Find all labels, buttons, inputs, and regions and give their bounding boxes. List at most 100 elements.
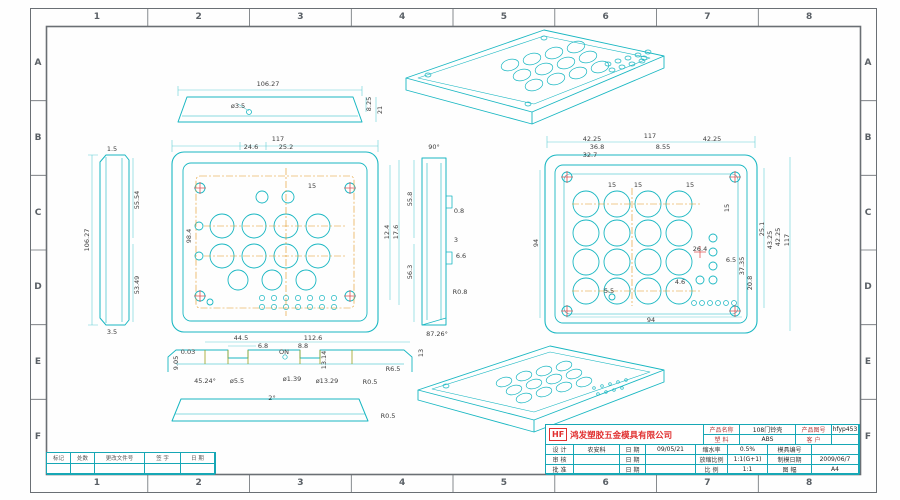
- scale-note-value: 1:1(G+1): [728, 455, 768, 465]
- scale-value: 1:1: [728, 465, 768, 475]
- grid-reference-label: B: [864, 133, 872, 143]
- dimension-label: 117: [782, 233, 791, 247]
- dimension-label: 87.26°: [426, 329, 448, 338]
- dimension-label: R0.5: [380, 411, 396, 420]
- dimension-label: 112.6: [303, 333, 323, 342]
- check-date-label: 日 期: [620, 455, 646, 465]
- sheet-frame: [30, 8, 877, 493]
- grid-reference-label: 5: [500, 478, 508, 488]
- scale-note-label: 放缩比例: [696, 455, 728, 465]
- dimension-label: ø5.5: [229, 376, 245, 385]
- dimension-label: 6.8: [257, 341, 269, 350]
- dimension-label: 55.54: [132, 190, 141, 210]
- rev-empty-cell: [181, 464, 215, 475]
- rev-empty-cell: [95, 464, 145, 475]
- scale-label: 比 例: [696, 465, 728, 475]
- dimension-label: 94: [531, 238, 540, 248]
- view-cross-section: [167, 349, 413, 372]
- mold-date-label: 制模日期: [768, 455, 812, 465]
- grid-reference-label: E: [34, 357, 42, 367]
- approve-name-value: [574, 465, 620, 475]
- dimension-label: 36.8: [589, 142, 605, 151]
- dimension-label: 42.25: [702, 134, 722, 143]
- design-date-label: 日 期: [620, 445, 646, 455]
- sheet-size-value: A4: [812, 465, 859, 475]
- view-top-side: [177, 96, 363, 123]
- product-name-label: 产品名称: [704, 425, 740, 435]
- dimension-lines: [88, 86, 791, 347]
- design-date-value: 09/05/21: [646, 445, 696, 455]
- grid-reference-label: 8: [805, 478, 813, 488]
- grid-reference-label: C: [864, 207, 872, 218]
- view-section-side: [421, 157, 453, 326]
- dimension-label: 6.5: [725, 255, 737, 264]
- grid-reference-label: 7: [704, 478, 711, 488]
- material-label: 塑 料: [704, 435, 740, 445]
- title-block: HF 鸿发塑胶五金模具有限公司 产品名称 108门铃壳 产品图号 hfyp453…: [545, 424, 860, 475]
- grid-reference-label: 8: [805, 12, 813, 22]
- grid-reference-label: 5: [500, 12, 508, 22]
- dimension-label: 0.03: [180, 347, 196, 356]
- dimension-label: 24.6: [243, 142, 259, 151]
- section-ribs: [204, 350, 353, 364]
- dimension-label: 106.27: [256, 79, 280, 88]
- dimension-label: ø3.5: [230, 101, 246, 110]
- grid-reference-label: F: [34, 431, 42, 442]
- grid-reference-label: A: [864, 58, 872, 69]
- dimension-label: 20.8: [745, 275, 754, 291]
- dimension-label: 44.5: [233, 333, 249, 342]
- grid-reference-label: D: [34, 282, 42, 293]
- dimension-label: 26.4: [692, 244, 708, 253]
- dimension-label: ON: [279, 347, 289, 356]
- dimension-label: 21: [375, 105, 384, 115]
- product-name-value: 108门铃壳: [740, 425, 796, 435]
- approve-date-label: 日 期: [620, 465, 646, 475]
- dimension-label: 8.8: [297, 341, 309, 350]
- design-label: 设 计: [546, 445, 574, 455]
- designer-value: 农安科: [574, 445, 620, 455]
- dimension-label: 42.25: [773, 227, 782, 247]
- dimension-label: 45.24°: [194, 376, 216, 385]
- dimension-label: 98.4: [184, 228, 193, 244]
- material-value: ABS: [740, 435, 796, 445]
- customer-value: [832, 435, 859, 445]
- dimension-label: ø1.39: [282, 374, 302, 383]
- grid-reference-label: 2: [195, 12, 202, 22]
- approve-label: 批 准: [546, 465, 574, 475]
- dimension-label: ø13.29: [315, 376, 339, 385]
- shrink-value: 0.5%: [728, 445, 768, 455]
- dimension-label: 55.8: [405, 191, 414, 207]
- dimension-label: 15: [633, 180, 643, 189]
- dimension-label: R0.5: [362, 377, 378, 386]
- view-iso-top: [405, 29, 665, 125]
- company-logo: HF: [549, 428, 568, 441]
- grid-reference-label: 1: [93, 12, 101, 22]
- grid-reference-label: C: [34, 207, 42, 218]
- dimension-label: 15: [307, 181, 317, 190]
- rev-col-sign: 签 字: [145, 453, 181, 464]
- dimension-label: 5.5: [603, 286, 615, 295]
- view-bottom-side: [171, 398, 369, 422]
- rev-col-mark: 标记: [47, 453, 71, 464]
- grid-reference-label: 7: [704, 12, 711, 22]
- mold-no-label: 模具编号: [768, 445, 812, 455]
- rev-col-date: 日 期: [181, 453, 215, 464]
- dimension-label: 8.55: [655, 142, 671, 151]
- centerlines: [195, 168, 700, 316]
- dimension-label: 17.6: [391, 224, 400, 240]
- dimension-label: 2°: [268, 393, 276, 402]
- dimension-label: 0.8: [453, 206, 465, 215]
- check-name-value: [574, 455, 620, 465]
- company-block: HF 鸿发塑胶五金模具有限公司: [546, 425, 704, 444]
- dimension-label: 12.4: [382, 224, 391, 240]
- dimension-label: 1.5: [106, 144, 118, 153]
- mold-date-value: 2009/06/7: [812, 455, 859, 465]
- grid-reference-label: 6: [602, 478, 609, 488]
- dimension-label: 8.25: [364, 96, 373, 112]
- dimension-label: 56.3: [405, 264, 414, 280]
- dimension-label: 3: [453, 235, 459, 244]
- customer-label: 客 户: [796, 435, 832, 445]
- grid-reference-label: 6: [602, 12, 609, 22]
